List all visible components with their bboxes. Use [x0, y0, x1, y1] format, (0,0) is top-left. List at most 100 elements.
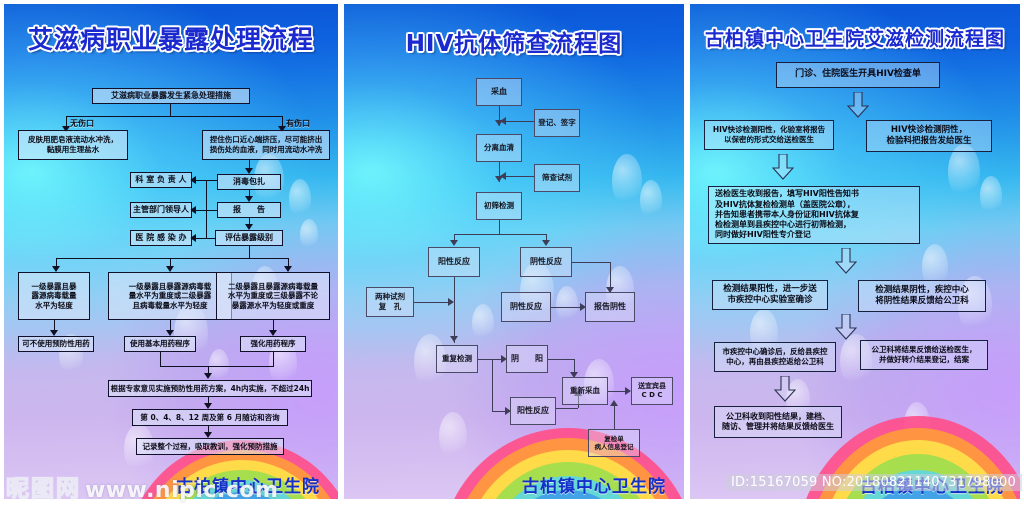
- arrow-down-icon: [278, 126, 286, 132]
- node-redraw-blood: 重新采血: [562, 377, 608, 405]
- node-positive-reaction-2: 阳性反应: [510, 397, 556, 425]
- arrow-down-icon: [50, 330, 58, 336]
- node-expert-regimen: 根据专家意见实施预防性用药方案，4h内实施，不超过24h: [108, 380, 312, 397]
- connector: [546, 234, 547, 244]
- node-record-process: 记录整个过程，吸取教训，强化预防措施: [136, 438, 284, 455]
- node-negative-reaction-1: 阴性反应: [520, 247, 572, 277]
- node-rapid-test-negative: HIV快诊检测阴性， 检验科把报告发给医生: [866, 120, 992, 152]
- node-start: 艾滋病职业暴露发生紧急处理措施: [92, 88, 250, 104]
- arrow-right-icon: [505, 407, 511, 415]
- connector: [170, 258, 171, 270]
- node-level-1-heavy-or-2-light: 一级暴露且暴露源病毒载 量水平为重度或二级暴露 且病毒载量水平为轻度: [108, 272, 232, 320]
- node-result-negative: 检测结果阴性，疾控中心 将阴性结果反馈给公卫科: [858, 280, 986, 312]
- arrow-down-icon: [495, 120, 503, 126]
- arrow-down-icon: [245, 224, 253, 230]
- block-arrow-down-icon: [847, 92, 869, 118]
- node-city-cdc-confirm: 市疾控中心确诊后，反给县疾控 中心，再由县疾控返给公卫科: [714, 342, 836, 372]
- panel1-title: 艾滋病职业暴露处理流程: [27, 25, 314, 54]
- node-disinfect: 消毒包扎: [217, 174, 281, 190]
- connector: [504, 121, 534, 122]
- arrow-right-icon: [448, 298, 454, 306]
- node-report: 报 告: [217, 202, 281, 218]
- arrow-down-icon: [245, 168, 253, 174]
- node-no-prophylaxis: 可不使用预防性用药: [18, 336, 94, 352]
- node-send-county-cdc: 送宜宾县 C D C: [631, 377, 673, 405]
- node-report-negative: 报告阴性: [585, 292, 635, 322]
- arrow-down-icon: [166, 330, 174, 336]
- arrow-left-icon: [190, 206, 196, 214]
- node-positive-reaction-1: 阳性反应: [428, 247, 480, 277]
- panel-hospital-hiv-testing: 古柏镇中心卫生院艾滋检测流程图 门诊、住院医生开具HIV检查单 HIV快诊检测阳…: [690, 4, 1020, 499]
- connector: [574, 359, 575, 377]
- connector: [504, 176, 534, 177]
- arrow-down-icon: [284, 266, 292, 272]
- hospital-signature: 古柏镇中心卫生院: [522, 477, 666, 497]
- arrow-left-icon: [500, 117, 506, 125]
- connector: [194, 210, 206, 211]
- arrow-down-icon: [52, 266, 60, 272]
- connector: [206, 180, 218, 181]
- connector: [551, 307, 581, 308]
- panel-occupational-exposure: 艾滋病职业暴露处理流程 艾滋病职业暴露发生紧急处理措施 无伤口 有伤口 皮肤用肥…: [4, 4, 338, 499]
- connector: [160, 352, 161, 366]
- connector: [66, 116, 282, 117]
- connector: [249, 246, 250, 258]
- connector: [66, 116, 67, 130]
- connector: [556, 408, 578, 409]
- connector: [499, 162, 500, 182]
- connector: [608, 391, 626, 392]
- connector: [208, 426, 209, 436]
- block-arrow-down-icon: [772, 154, 794, 180]
- panel2-title: HIV抗体筛查流程图: [405, 31, 623, 57]
- node-level-1-light: 一级暴露且暴 露源病毒载量 水平为轻度: [18, 272, 90, 320]
- block-arrow-down-icon: [774, 376, 796, 402]
- arrow-down-icon: [269, 330, 277, 336]
- node-supervisor: 主管部门领导人: [130, 202, 192, 218]
- node-gwk-feedback: 公卫科将结果反馈给送检医生， 并做好转介结果登记，结案: [860, 340, 988, 370]
- node-basic-regimen: 使用基本用药程序: [124, 336, 196, 352]
- node-infection-office: 医 院 感 染 办: [130, 230, 192, 246]
- label-no-wound: 无伤口: [70, 119, 94, 128]
- connector: [492, 411, 506, 412]
- arrow-up-icon: [610, 400, 618, 406]
- node-negative-reaction-2: 阴性反应: [501, 292, 551, 322]
- connector: [492, 359, 493, 411]
- node-retest: 重复检测: [436, 345, 478, 373]
- connector: [578, 396, 579, 408]
- arrow-right-icon: [625, 387, 631, 395]
- node-level-2-heavy-or-3: 二级暴露且暴露源病毒载量 水平为重度或三级暴露不论 暴露源水平为轻度或重度: [216, 272, 330, 320]
- connector: [170, 320, 171, 334]
- connector: [614, 405, 615, 429]
- node-separate-serum: 分离血清: [476, 134, 522, 162]
- node-dept-head: 科 室 负 责 人: [130, 172, 192, 188]
- connector: [206, 210, 218, 211]
- arrow-down-icon: [570, 372, 578, 378]
- connector: [454, 277, 455, 343]
- connector: [206, 238, 216, 239]
- connector: [454, 234, 455, 244]
- node-two-reagents-duplicate: 两种试剂 复 孔: [366, 287, 414, 317]
- arrow-down-icon: [245, 196, 253, 202]
- node-doctor-receives-report: 送检医生收到报告，填写HIV阳性告知书 及HIV抗体复检检测单（盖医院公章）， …: [708, 186, 920, 244]
- arrow-down-icon: [204, 373, 212, 379]
- connector: [208, 397, 209, 407]
- node-screening-reagent: 筛查试剂: [534, 164, 580, 192]
- arrow-left-icon: [190, 176, 196, 184]
- node-gwk-receives-positive: 公卫科收到阳性结果，建档、 随访、管理并将结果反馈给医生: [714, 406, 842, 438]
- arrow-down-icon: [606, 287, 614, 293]
- panel-hiv-antibody-screening: HIV抗体筛查流程图 采血 登记、签字 分离血清 筛查试剂 初筛检测: [344, 4, 684, 499]
- arrow-down-icon: [62, 126, 70, 132]
- arrow-right-icon: [501, 355, 507, 363]
- arrow-down-icon: [450, 240, 458, 246]
- connector: [572, 262, 610, 263]
- node-doctor-order: 门诊、住院医生开具HIV检查单: [776, 62, 940, 88]
- connector: [56, 258, 57, 270]
- connector: [249, 160, 250, 172]
- connector: [249, 190, 250, 200]
- arrow-down-icon: [204, 403, 212, 409]
- panel3-title: 古柏镇中心卫生院艾滋检测流程图: [704, 28, 1005, 50]
- arrow-right-icon: [580, 303, 586, 311]
- connector: [273, 352, 274, 366]
- hospital-signature: 古柏镇中心卫生院: [860, 477, 1004, 497]
